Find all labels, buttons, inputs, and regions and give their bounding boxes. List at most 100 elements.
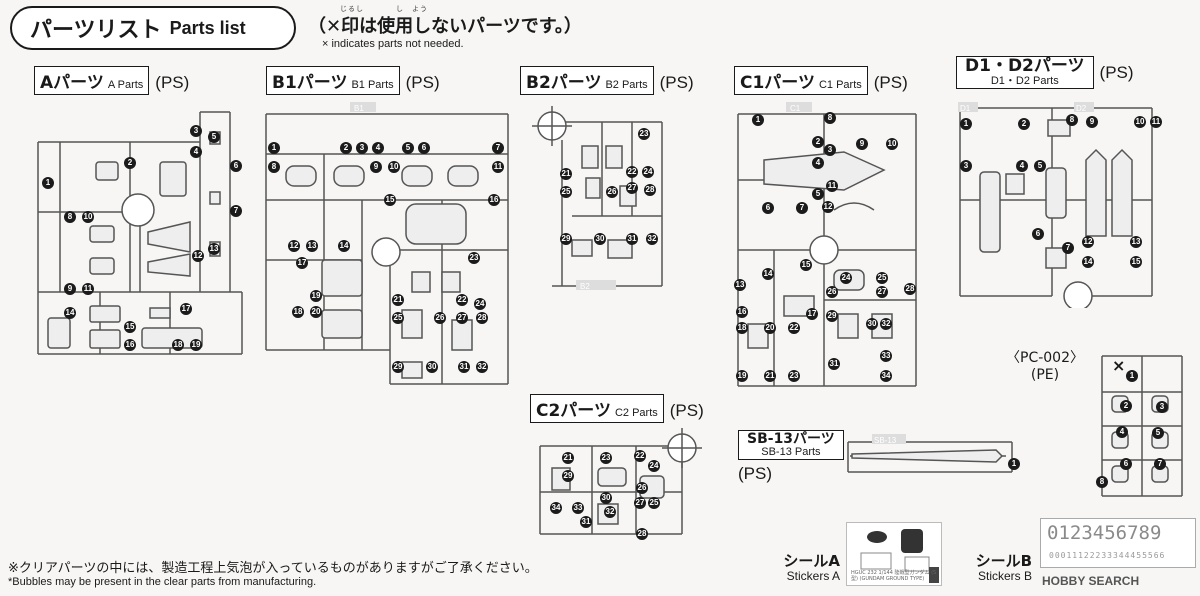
part-num: 32 xyxy=(604,506,616,518)
bubbles-note-en: *Bubbles may be present in the clear par… xyxy=(8,576,317,588)
sprue-b2: B2 xyxy=(532,100,672,296)
part-num: 13 xyxy=(306,240,318,252)
part-num: 25 xyxy=(876,272,888,284)
parts-list-title: パーツリスト Parts list xyxy=(10,6,296,50)
part-num: 10 xyxy=(886,138,898,150)
part-num: 2 xyxy=(340,142,352,154)
part-num: 7 xyxy=(492,142,504,154)
part-num: 12 xyxy=(288,240,300,252)
part-num: 25 xyxy=(392,312,404,324)
sprue-d: D1 D2 xyxy=(956,100,1156,308)
part-num: 9 xyxy=(856,138,868,150)
part-num: 17 xyxy=(806,308,818,320)
part-num: 5 xyxy=(208,131,220,143)
part-num: 22 xyxy=(626,166,638,178)
part-num: 27 xyxy=(626,182,638,194)
part-num: 8 xyxy=(1096,476,1108,488)
part-num: 15 xyxy=(800,259,812,271)
part-num: 9 xyxy=(370,161,382,173)
part-num: 16 xyxy=(736,306,748,318)
part-num: 11 xyxy=(82,283,94,295)
part-num: 12 xyxy=(822,201,834,213)
part-num: 14 xyxy=(64,307,76,319)
part-num: 27 xyxy=(634,497,646,509)
sticker-a-label: シールA Stickers A xyxy=(783,552,840,583)
part-num: 18 xyxy=(736,322,748,334)
part-num: 26 xyxy=(434,312,446,324)
part-num: 2 xyxy=(812,136,824,148)
part-num: 4 xyxy=(372,142,384,154)
part-num: 5 xyxy=(402,142,414,154)
part-num: 9 xyxy=(64,283,76,295)
part-num: 30 xyxy=(426,361,438,373)
part-num: 34 xyxy=(880,370,892,382)
part-num: 6 xyxy=(1120,458,1132,470)
part-num: 13 xyxy=(1130,236,1142,248)
sticker-b-sheet: 0123456789 00011122233344455566 xyxy=(1040,518,1196,568)
part-num: 1 xyxy=(960,118,972,130)
part-num: 5 xyxy=(812,188,824,200)
part-num: 5 xyxy=(1034,160,1046,172)
part-num: 22 xyxy=(456,294,468,306)
part-num: 5 xyxy=(1152,427,1164,439)
title-jp: パーツリスト xyxy=(30,18,162,43)
part-num: 28 xyxy=(644,184,656,196)
part-num: 6 xyxy=(762,202,774,214)
part-num: 26 xyxy=(636,482,648,494)
part-num: 29 xyxy=(826,310,838,322)
part-num: 26 xyxy=(826,286,838,298)
b2-tag: B2 xyxy=(580,282,590,291)
part-num: 20 xyxy=(310,306,322,318)
part-num: 7 xyxy=(230,205,242,217)
part-num: 16 xyxy=(124,339,136,351)
part-num: 33 xyxy=(572,502,584,514)
sticker-a-sheet: HGUC 232 1/144 陸戦型ガンダム (S型) (GUNDAM GROU… xyxy=(846,522,942,586)
part-num: 23 xyxy=(638,128,650,140)
part-num: 7 xyxy=(1154,458,1166,470)
part-num: 20 xyxy=(764,322,776,334)
part-num: 28 xyxy=(476,312,488,324)
c1-tag: C1 xyxy=(790,104,801,113)
part-num: 1 xyxy=(1126,370,1138,382)
part-num: 17 xyxy=(180,303,192,315)
part-num: 24 xyxy=(642,166,654,178)
part-num: 1 xyxy=(268,142,280,154)
sprue-b1: B1 xyxy=(262,100,512,386)
part-num: 15 xyxy=(1130,256,1142,268)
part-num: 24 xyxy=(474,298,486,310)
part-num: 11 xyxy=(492,161,504,173)
part-num: 21 xyxy=(562,452,574,464)
part-num: 13 xyxy=(734,279,746,291)
part-num: 6 xyxy=(418,142,430,154)
sprue-sb13: SB-13 xyxy=(846,432,1016,474)
part-num: 28 xyxy=(904,283,916,295)
part-num: 29 xyxy=(560,233,572,245)
pc002-label: 〈PC-002〉 (PE) xyxy=(1006,350,1084,383)
part-num: 3 xyxy=(356,142,368,154)
part-num: 3 xyxy=(960,160,972,172)
sb13-tag: SB-13 xyxy=(874,436,897,445)
part-num: 18 xyxy=(172,339,184,351)
part-num: 3 xyxy=(824,144,836,156)
part-num: 3 xyxy=(190,125,202,137)
part-num: 1 xyxy=(752,114,764,126)
part-num: 13 xyxy=(208,243,220,255)
part-num: 4 xyxy=(1116,426,1128,438)
part-num: 31 xyxy=(458,361,470,373)
sprue-a xyxy=(30,102,246,356)
part-num: 30 xyxy=(594,233,606,245)
d2-tag: D2 xyxy=(1076,104,1087,113)
part-num: 23 xyxy=(788,370,800,382)
part-num: 30 xyxy=(600,492,612,504)
part-num: 25 xyxy=(560,186,572,198)
title-en: Parts list xyxy=(169,17,246,38)
watermark: HOBBY SEARCH xyxy=(1042,574,1140,588)
part-num: 19 xyxy=(310,290,322,302)
part-num: 1 xyxy=(42,177,54,189)
part-num: 10 xyxy=(388,161,400,173)
